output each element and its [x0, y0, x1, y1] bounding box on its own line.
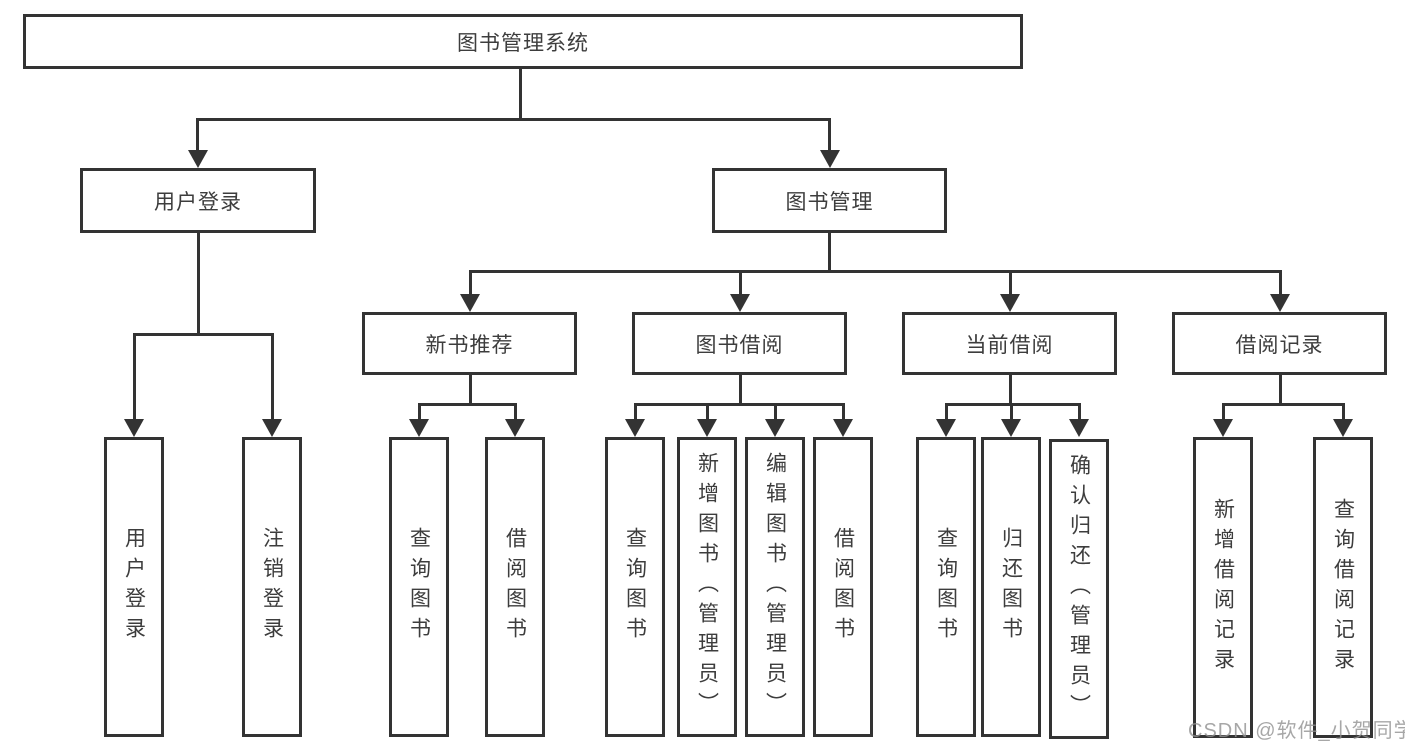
connector-line	[1279, 270, 1282, 298]
arrow-down-icon	[1213, 419, 1233, 437]
connector-line	[133, 333, 274, 336]
connector-line	[1342, 403, 1345, 423]
arrow-down-icon	[409, 419, 429, 437]
connector-line	[133, 333, 136, 423]
leaf-confirm-return-admin: 确认归还（管理员）	[1049, 439, 1109, 739]
leaf-user-login: 用户登录	[104, 437, 164, 737]
connector-line	[418, 403, 421, 423]
leaf-add-borrow-record: 新增借阅记录	[1193, 437, 1253, 738]
connector-line	[634, 403, 637, 423]
arrow-down-icon	[1270, 294, 1290, 312]
arrow-down-icon	[625, 419, 645, 437]
arrow-down-icon	[124, 419, 144, 437]
arrow-down-icon	[505, 419, 525, 437]
node-borrow-records: 借阅记录	[1172, 312, 1387, 375]
connector-line	[1222, 403, 1225, 423]
connector-line	[1279, 375, 1282, 406]
arrow-down-icon	[697, 419, 717, 437]
connector-line	[519, 69, 522, 120]
connector-line	[739, 270, 742, 298]
arrow-down-icon	[262, 419, 282, 437]
arrow-down-icon	[820, 150, 840, 168]
connector-line	[634, 403, 845, 406]
connector-line	[739, 375, 742, 406]
leaf-query-books-borrow: 查询图书	[605, 437, 665, 737]
node-new-book-recommend: 新书推荐	[362, 312, 577, 375]
arrow-down-icon	[1001, 419, 1021, 437]
arrow-down-icon	[730, 294, 750, 312]
connector-line	[706, 403, 709, 423]
connector-line	[469, 375, 472, 406]
connector-line	[842, 403, 845, 423]
connector-line	[196, 118, 199, 154]
node-current-borrow: 当前借阅	[902, 312, 1117, 375]
connector-line	[418, 403, 517, 406]
connector-line	[945, 403, 948, 423]
connector-line	[1222, 403, 1345, 406]
arrow-down-icon	[936, 419, 956, 437]
leaf-query-borrow-record: 查询借阅记录	[1313, 437, 1373, 738]
connector-line	[1009, 270, 1012, 298]
connector-line	[514, 403, 517, 423]
leaf-query-books-current: 查询图书	[916, 437, 976, 737]
arrow-down-icon	[833, 419, 853, 437]
leaf-borrow-books-borrow: 借阅图书	[813, 437, 873, 737]
node-user-login: 用户登录	[80, 168, 316, 233]
arrow-down-icon	[1069, 419, 1089, 437]
leaf-logout: 注销登录	[242, 437, 302, 737]
node-book-management: 图书管理	[712, 168, 947, 233]
connector-line	[1009, 375, 1012, 406]
arrow-down-icon	[460, 294, 480, 312]
connector-line	[945, 403, 1081, 406]
connector-line	[828, 118, 831, 154]
leaf-query-books-newbook: 查询图书	[389, 437, 449, 737]
leaf-add-book-admin: 新增图书（管理员）	[677, 437, 737, 737]
arrow-down-icon	[1000, 294, 1020, 312]
leaf-borrow-books-newbook: 借阅图书	[485, 437, 545, 737]
connector-line	[197, 233, 200, 336]
connector-line	[828, 233, 831, 273]
connector-line	[1010, 403, 1013, 423]
leaf-return-books: 归还图书	[981, 437, 1041, 737]
connector-line	[196, 118, 831, 121]
node-library-management-system: 图书管理系统	[23, 14, 1023, 69]
arrow-down-icon	[765, 419, 785, 437]
connector-line	[774, 403, 777, 423]
arrow-down-icon	[188, 150, 208, 168]
connector-line	[469, 270, 472, 298]
connector-line	[1078, 403, 1081, 423]
watermark-text: CSDN @软件_小贺同学	[1188, 720, 1405, 742]
arrow-down-icon	[1333, 419, 1353, 437]
connector-line	[469, 270, 1282, 273]
connector-line	[271, 333, 274, 423]
node-book-borrow: 图书借阅	[632, 312, 847, 375]
leaf-edit-book-admin: 编辑图书（管理员）	[745, 437, 805, 737]
